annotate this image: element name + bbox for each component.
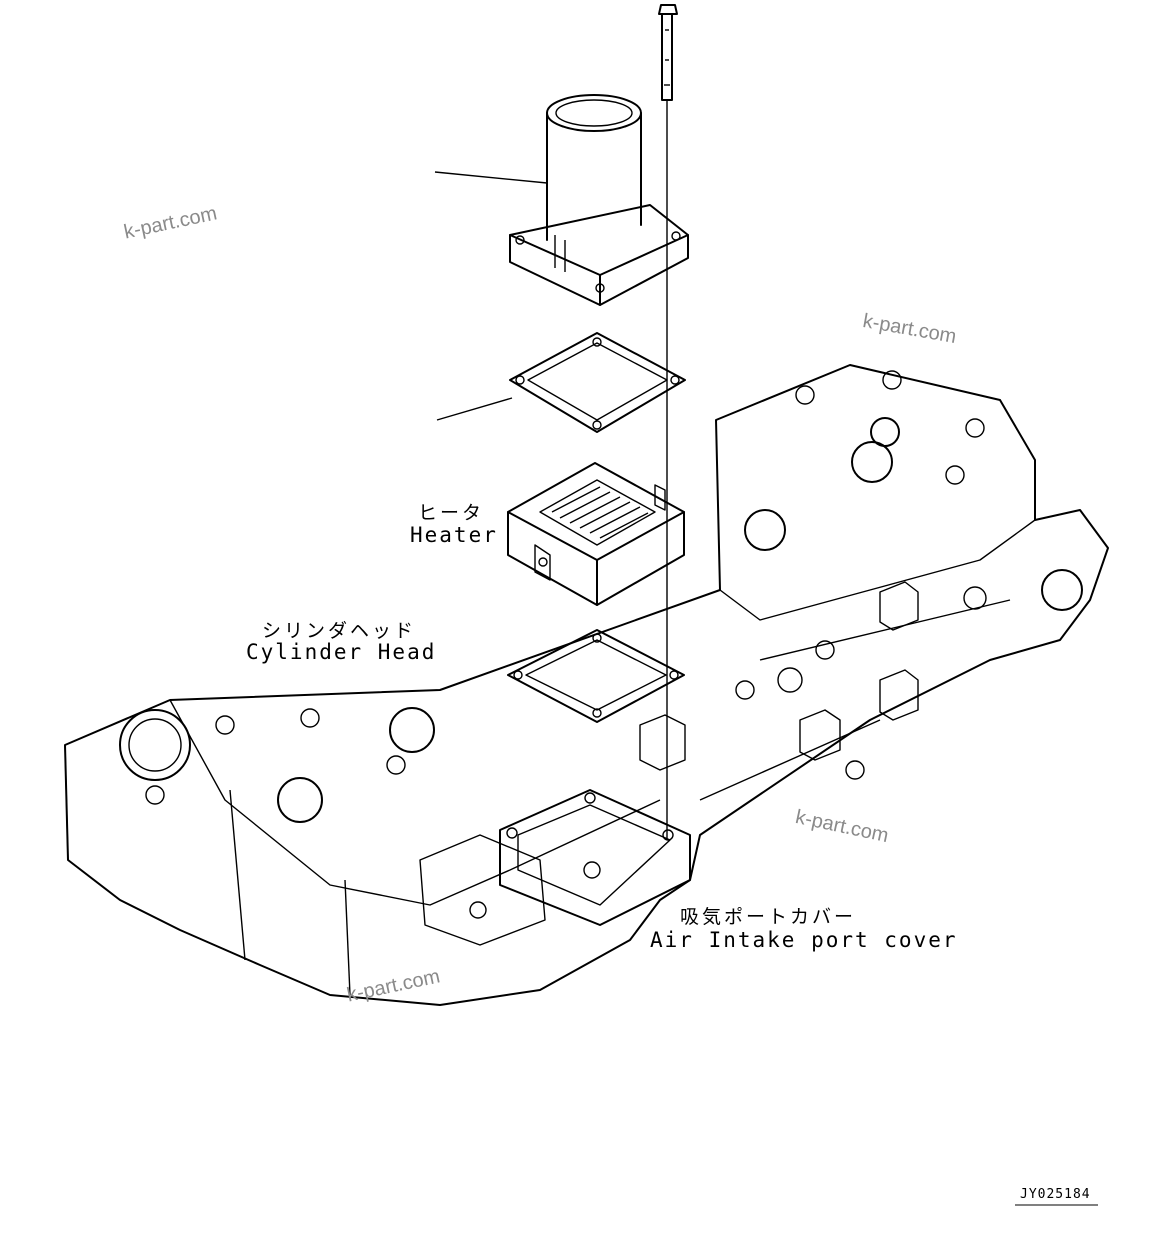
lower-gasket [507, 629, 685, 723]
cylinder-head-label-jp: シリンダヘッド [262, 620, 417, 642]
bolt [658, 4, 678, 101]
heater-label-jp: ヒータ [418, 502, 485, 524]
intake-cover-label-jp: 吸気ポートカバー [680, 906, 857, 928]
leader-connector [434, 171, 548, 184]
cylinder-head [64, 364, 1109, 1006]
cylinder-head-label-en: Cylinder Head [246, 640, 437, 664]
document-id: JY025184 [1020, 1187, 1091, 1202]
heater [507, 462, 685, 606]
intake-cover-label-en: Air Intake port cover [650, 928, 958, 952]
upper-gasket [509, 332, 686, 433]
leader-gasket [436, 397, 513, 421]
intake-connector [509, 94, 689, 306]
heater-label-en: Heater [410, 523, 498, 547]
